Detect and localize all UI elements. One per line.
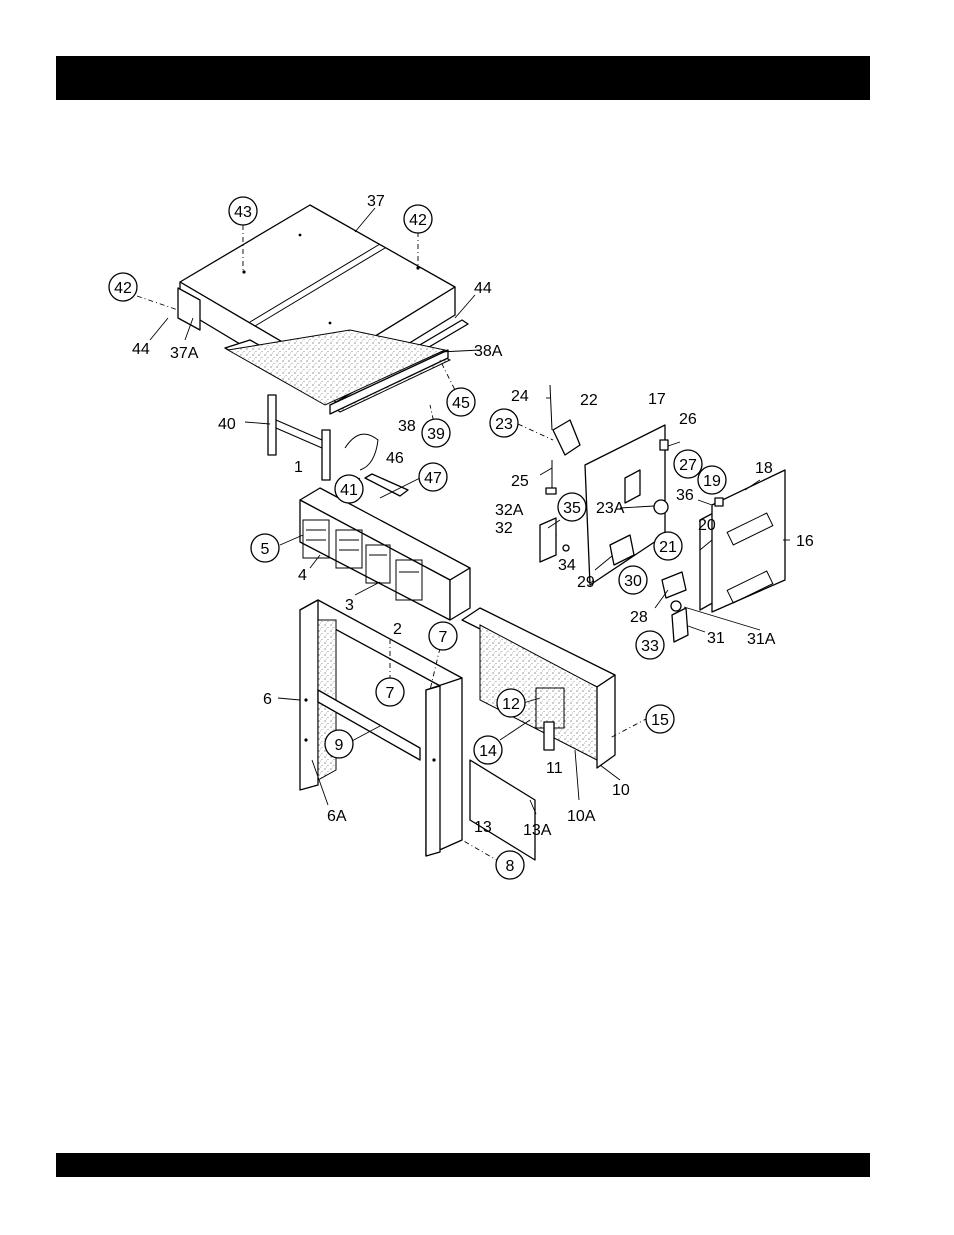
svg-text:42: 42 <box>114 280 132 297</box>
callout-3: 3 <box>345 597 354 614</box>
svg-text:5: 5 <box>261 541 270 558</box>
stand <box>268 395 378 480</box>
svg-text:14: 14 <box>479 743 497 760</box>
callout-1: 1 <box>294 459 303 476</box>
callout-25: 25 <box>511 473 529 490</box>
callout-26: 26 <box>679 411 697 428</box>
footer-bar <box>56 1153 870 1177</box>
callout-circle-21: 21 <box>654 532 682 560</box>
callout-circle-47: 47 <box>419 463 447 491</box>
callout-circle-15: 15 <box>646 705 674 733</box>
callout-38: 38 <box>398 418 416 435</box>
svg-text:7: 7 <box>386 685 395 702</box>
callout-circle-39: 39 <box>422 419 450 447</box>
callout-circle-9: 9 <box>325 730 353 758</box>
svg-text:30: 30 <box>624 573 642 590</box>
callout-22: 22 <box>580 392 598 409</box>
callout-23a: 23A <box>596 500 625 517</box>
callout-circle-23: 23 <box>490 409 518 437</box>
callout-4: 4 <box>298 567 307 584</box>
callout-10: 10 <box>612 782 630 799</box>
callout-circle-7-center: 7 <box>376 678 404 706</box>
callout-44-right: 44 <box>474 280 492 297</box>
svg-text:35: 35 <box>563 500 581 517</box>
callout-circle-7-right: 7 <box>429 622 457 650</box>
svg-text:47: 47 <box>424 470 442 487</box>
svg-text:9: 9 <box>335 737 344 754</box>
callout-29: 29 <box>577 574 595 591</box>
callout-2: 2 <box>393 621 402 638</box>
callout-28: 28 <box>630 609 648 626</box>
svg-text:27: 27 <box>679 457 697 474</box>
callout-circle-14: 14 <box>474 736 502 764</box>
callout-17: 17 <box>648 391 666 408</box>
callout-44-left: 44 <box>132 341 150 358</box>
callout-circle-5: 5 <box>251 534 279 562</box>
callout-13a: 13A <box>523 822 552 839</box>
callout-6a: 6A <box>327 808 347 825</box>
svg-text:42: 42 <box>409 212 427 229</box>
svg-text:39: 39 <box>427 426 445 443</box>
callout-20: 20 <box>698 517 716 534</box>
callout-24: 24 <box>511 388 529 405</box>
svg-text:19: 19 <box>703 473 721 490</box>
svg-text:45: 45 <box>452 395 470 412</box>
callout-37: 37 <box>367 193 385 210</box>
callout-circle-42-left: 42 <box>109 273 137 301</box>
callout-circle-12: 12 <box>497 689 525 717</box>
svg-text:15: 15 <box>651 712 669 729</box>
callout-circle-35: 35 <box>558 493 586 521</box>
callout-18: 18 <box>755 460 773 477</box>
svg-text:33: 33 <box>641 638 659 655</box>
callout-circle-30: 30 <box>619 566 647 594</box>
svg-text:8: 8 <box>506 858 515 875</box>
callout-31: 31 <box>707 630 725 647</box>
callout-37a: 37A <box>170 345 199 362</box>
svg-text:21: 21 <box>659 539 677 556</box>
callout-circle-33: 33 <box>636 631 664 659</box>
callout-31a: 31A <box>747 631 776 648</box>
callout-circle-45: 45 <box>447 388 475 416</box>
callout-32a: 32A <box>495 502 524 519</box>
callout-10a: 10A <box>567 808 596 825</box>
callout-11: 11 <box>546 760 563 777</box>
svg-text:12: 12 <box>502 696 520 713</box>
callout-40: 40 <box>218 416 236 433</box>
callout-6: 6 <box>263 691 272 708</box>
callout-circle-27: 27 <box>674 450 702 478</box>
svg-text:7: 7 <box>439 629 448 646</box>
callout-circle-43: 43 <box>229 197 257 225</box>
callout-circle-41: 41 <box>335 475 363 503</box>
svg-text:43: 43 <box>234 204 252 221</box>
svg-text:41: 41 <box>340 482 358 499</box>
svg-text:23: 23 <box>495 416 513 433</box>
callout-36: 36 <box>676 487 694 504</box>
callout-46: 46 <box>386 450 404 467</box>
callout-34: 34 <box>558 557 576 574</box>
callout-13: 13 <box>474 819 492 836</box>
callout-circle-8: 8 <box>496 851 524 879</box>
callout-circle-19: 19 <box>698 466 726 494</box>
callout-32: 32 <box>495 520 513 537</box>
callout-circle-42-top: 42 <box>404 205 432 233</box>
callout-16: 16 <box>796 533 814 550</box>
callout-38a: 38A <box>474 343 503 360</box>
